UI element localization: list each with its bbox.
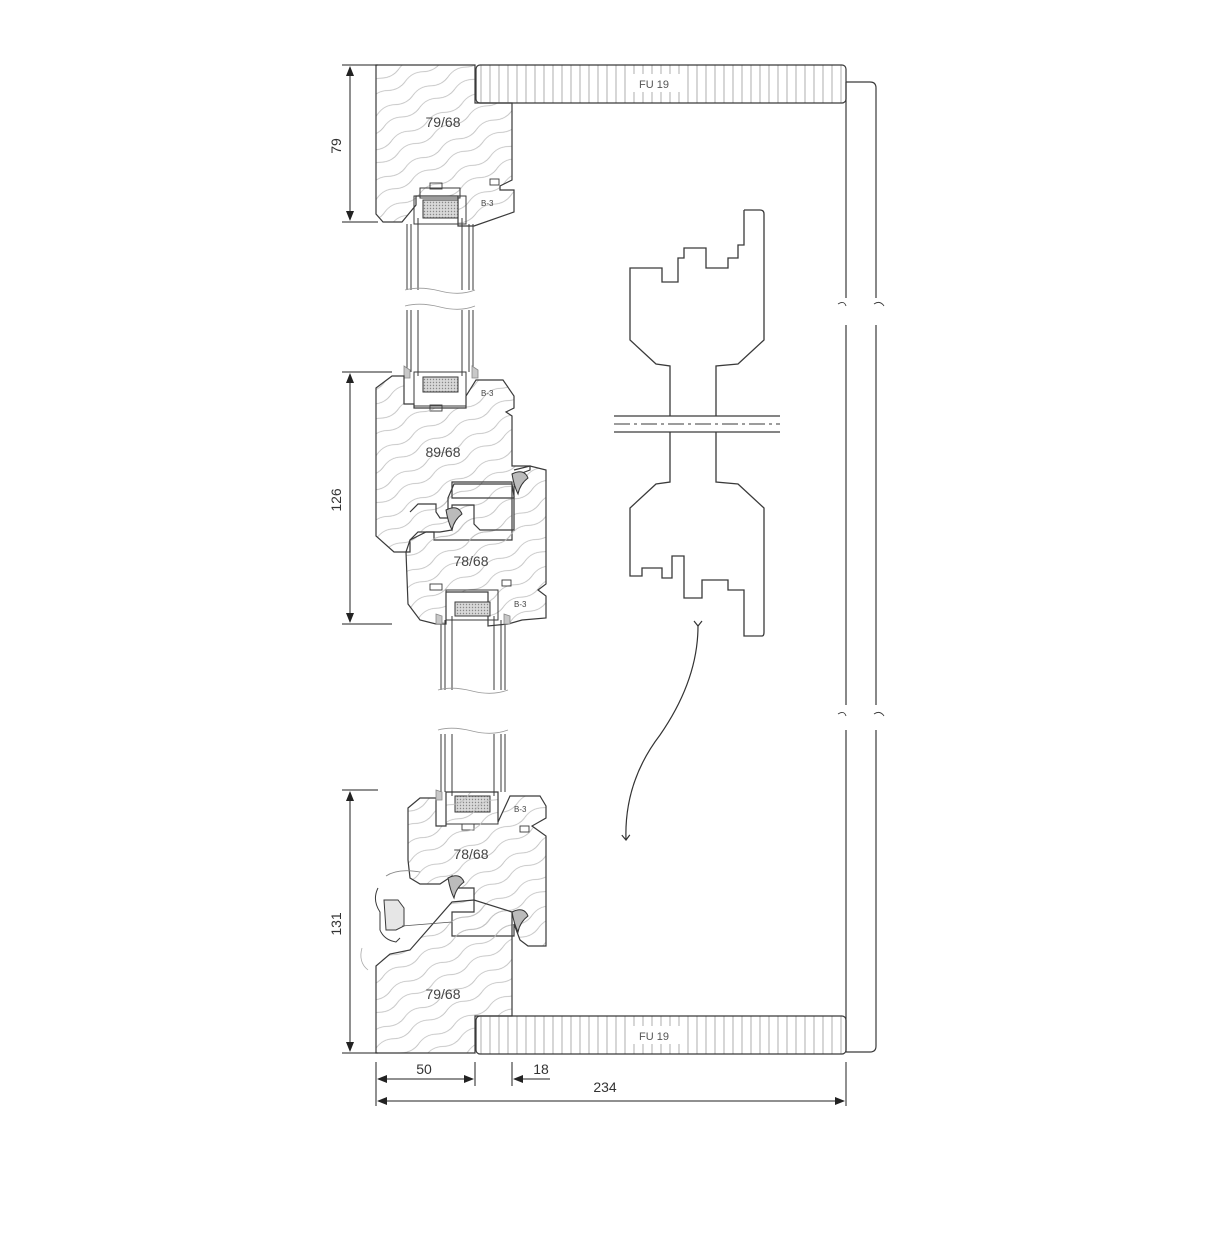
bead-label-3: B-3 [514,600,527,609]
dimension-mullion [342,371,392,625]
sash-upper-label: 78/68 [453,553,488,569]
frame-bottom: 79/68 [375,899,513,1054]
dim-frame-depth-text: 50 [416,1061,432,1077]
weather-drip-profile [360,870,453,971]
right-edge-profile [837,81,885,1053]
panel-top: FU 19 [475,64,847,104]
dim-gap-text: 18 [533,1061,549,1077]
sash-lower: 78/68 B-3 [407,789,547,947]
glass-unit-sash-upper [429,583,511,694]
dim-bottom-text: 131 [328,912,344,936]
glass-unit-middle [403,303,479,412]
frame-bottom-label: 79/68 [425,986,460,1002]
panel-bottom: FU 19 [475,1015,847,1055]
mullion-label: 89/68 [425,444,460,460]
dimension-bottom [342,789,378,1054]
frame-top: 79/68 B-3 [375,64,515,227]
bead-label-2: B-3 [481,389,494,398]
dim-frame-top-text: 79 [328,138,344,154]
bead-label-1: B-3 [481,199,494,208]
sash-upper: 78/68 B-3 [405,465,547,627]
dimension-frame-top [342,64,378,223]
dimension-depth [375,1062,847,1106]
opening-arrow [621,620,703,841]
panel-bottom-label: FU 19 [639,1031,669,1043]
dim-mullion-text: 126 [328,488,344,512]
side-profile [614,209,780,637]
bead-label-4: B-3 [514,805,527,814]
panel-top-label: FU 19 [639,79,669,91]
frame-top-label: 79/68 [425,114,460,130]
dim-total-depth-text: 234 [593,1079,617,1095]
sash-lower-label: 78/68 [453,846,488,862]
glass-unit-top [404,182,476,294]
